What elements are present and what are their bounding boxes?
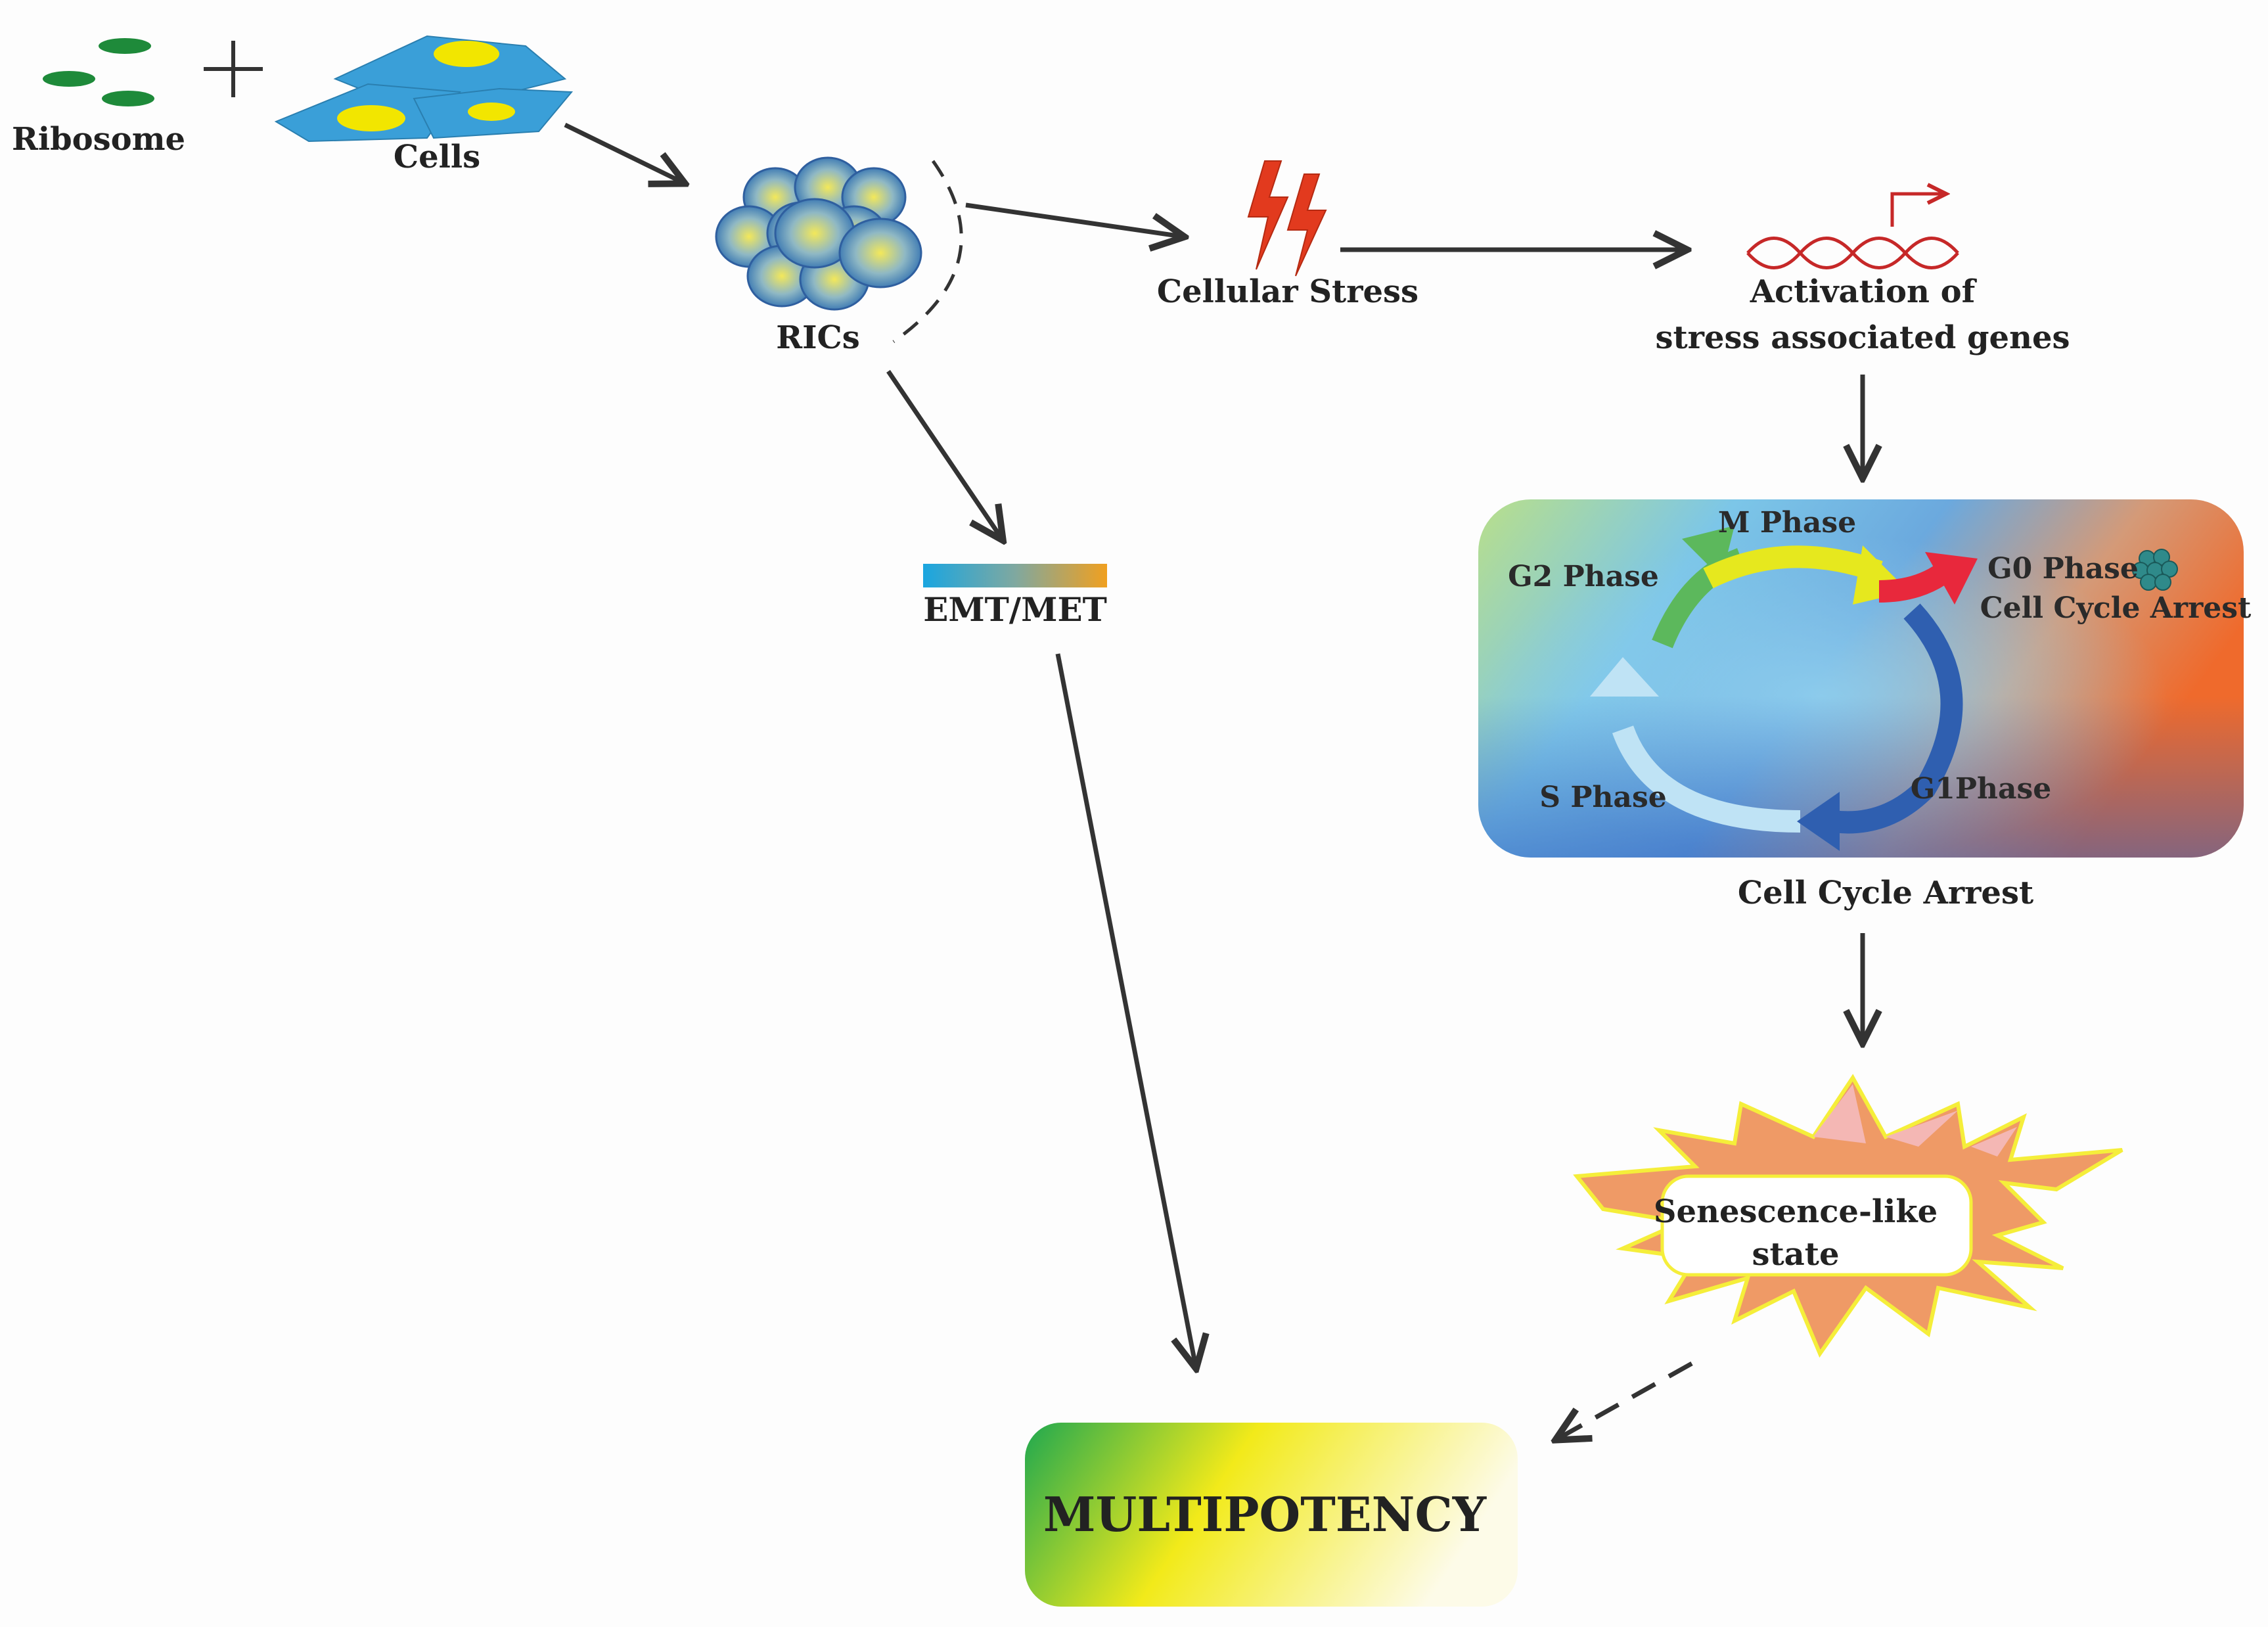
s-phase-label: S Phase [1539, 781, 1666, 814]
cellular-stress-label: Cellular Stress [1157, 273, 1418, 310]
rics-cluster-icon [715, 156, 922, 311]
arrow-senescence-to-multipotency [1557, 1361, 1693, 1439]
rics-dashed-boundary [892, 160, 963, 344]
multipotency-box [1025, 1423, 1518, 1607]
emt-met-gradient-bar [923, 564, 1107, 587]
cells-label: Cells [394, 139, 480, 175]
cell-cycle-panel: M Phase G2 Phase S Phase G1Phase G0 Phas… [1478, 499, 2252, 858]
g0-arrowhead [1925, 552, 1978, 605]
cell-cycle-arrest-label: Cell Cycle Arrest [1738, 875, 2033, 911]
m-phase-arc [1703, 545, 1883, 589]
g2-phase-label: G2 Phase [1508, 560, 1659, 593]
rics-label: RICs [776, 319, 860, 356]
senescence-label-box [1660, 1174, 1973, 1277]
s-phase-arc [1612, 725, 1801, 833]
activation-label-line1: Activation of [1750, 273, 1978, 310]
g1-phase-arrowhead [1797, 792, 1840, 851]
activation-label-line2: stress associated genes [1655, 319, 2070, 356]
ribosome-label: Ribosome [12, 121, 185, 158]
arrow-emt-to-multipotency [1055, 653, 1196, 1367]
g0-phase-label: G0 Phase [1987, 552, 2139, 585]
lightning-bolt-icon [1247, 160, 1327, 277]
emt-met-label: EMT/MET [923, 590, 1107, 629]
senescence-label-line1: Senescence-like [1654, 1193, 1938, 1230]
g1-phase-arc [1831, 603, 1963, 834]
arrow-rics-to-stress [965, 202, 1183, 237]
arrow-rics-to-emt [886, 370, 1002, 539]
senescence-highlights [1813, 1084, 2017, 1157]
g1-phase-label: G1Phase [1911, 772, 2052, 806]
cells-icon [274, 35, 574, 143]
s-phase-arrowhead [1590, 657, 1659, 697]
m-phase-label: M Phase [1718, 506, 1856, 539]
ribosome-icon [43, 38, 154, 106]
plus-icon [204, 41, 263, 97]
arrow-cells-to-rics [564, 122, 683, 183]
senescence-label-line2: state [1752, 1236, 1839, 1273]
g0-cell-cluster-icon [2132, 549, 2178, 591]
dna-helix-icon [1746, 194, 1959, 269]
g0-arrest-label: Cell Cycle Arrest [1980, 591, 2252, 625]
multipotency-label: MULTIPOTENCY [1043, 1486, 1487, 1542]
